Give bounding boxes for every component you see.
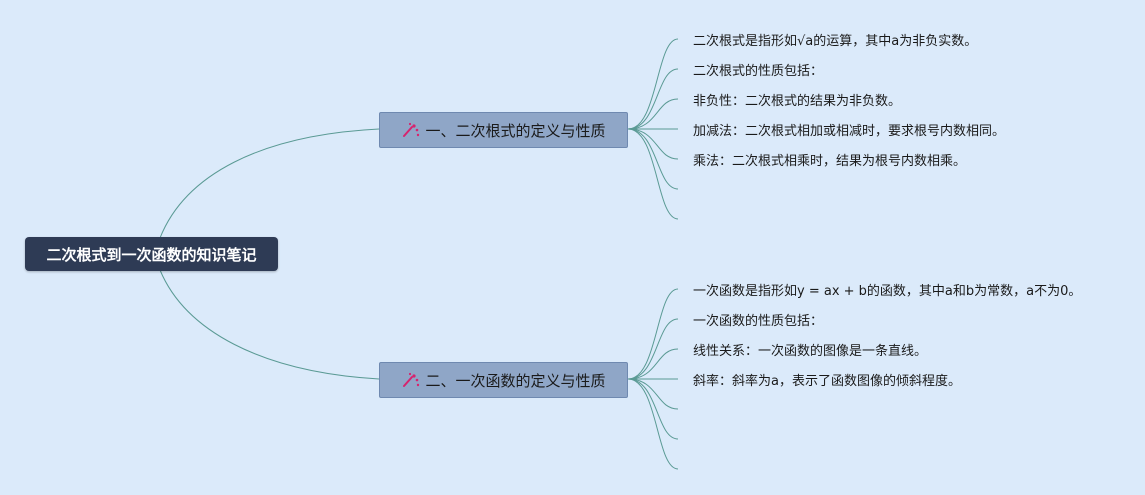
- branch-to-leaf-connector: [627, 128, 679, 190]
- branch-node-linear-functions[interactable]: 二、一次函数的定义与性质: [379, 362, 628, 398]
- leaf-node[interactable]: 斜率：斜率为a，表示了函数图像的倾斜程度。: [693, 374, 961, 389]
- branch-to-leaf-connector: [627, 288, 679, 380]
- leaf-node[interactable]: 一次函数的性质包括：: [693, 314, 824, 329]
- branch-to-leaf-connector: [627, 378, 679, 470]
- sparkle-icon: [401, 121, 421, 139]
- branch-to-leaf-connector: [627, 38, 679, 130]
- leaf-node[interactable]: 二次根式是指形如√a的运算，其中a为非负实数。: [693, 34, 978, 49]
- branch-to-leaf-connector: [627, 98, 679, 130]
- root-to-branch-connector: [159, 269, 380, 380]
- branch-to-leaf-connector: [627, 128, 679, 160]
- root-label: 二次根式到一次函数的知识笔记: [46, 245, 257, 264]
- root-to-branch-connector: [159, 128, 380, 239]
- branch-to-leaf-connector: [627, 378, 679, 410]
- leaf-node[interactable]: 一次函数是指形如y = ax + b的函数，其中a和b为常数，a不为0。: [693, 284, 1082, 299]
- leaf-node[interactable]: 线性关系：一次函数的图像是一条直线。: [693, 344, 928, 359]
- leaf-node[interactable]: 加减法：二次根式相加或相减时，要求根号内数相同。: [693, 124, 1006, 139]
- branch-to-leaf-connector: [627, 128, 679, 220]
- branch-to-leaf-connector: [627, 348, 679, 380]
- branch-to-leaf-connector: [627, 68, 679, 130]
- branch-to-leaf-connector: [627, 378, 679, 440]
- branch-node-radicals[interactable]: 一、二次根式的定义与性质: [379, 112, 628, 148]
- branch-to-leaf-connector: [627, 318, 679, 380]
- branch-label: 二、一次函数的定义与性质: [425, 371, 606, 390]
- branch-label: 一、二次根式的定义与性质: [425, 121, 606, 140]
- leaf-node[interactable]: 乘法：二次根式相乘时，结果为根号内数相乘。: [693, 154, 967, 169]
- sparkle-icon: [401, 371, 421, 389]
- root-node[interactable]: 二次根式到一次函数的知识笔记: [25, 237, 278, 271]
- leaf-node[interactable]: 非负性：二次根式的结果为非负数。: [693, 94, 902, 109]
- leaf-node[interactable]: 二次根式的性质包括：: [693, 64, 824, 79]
